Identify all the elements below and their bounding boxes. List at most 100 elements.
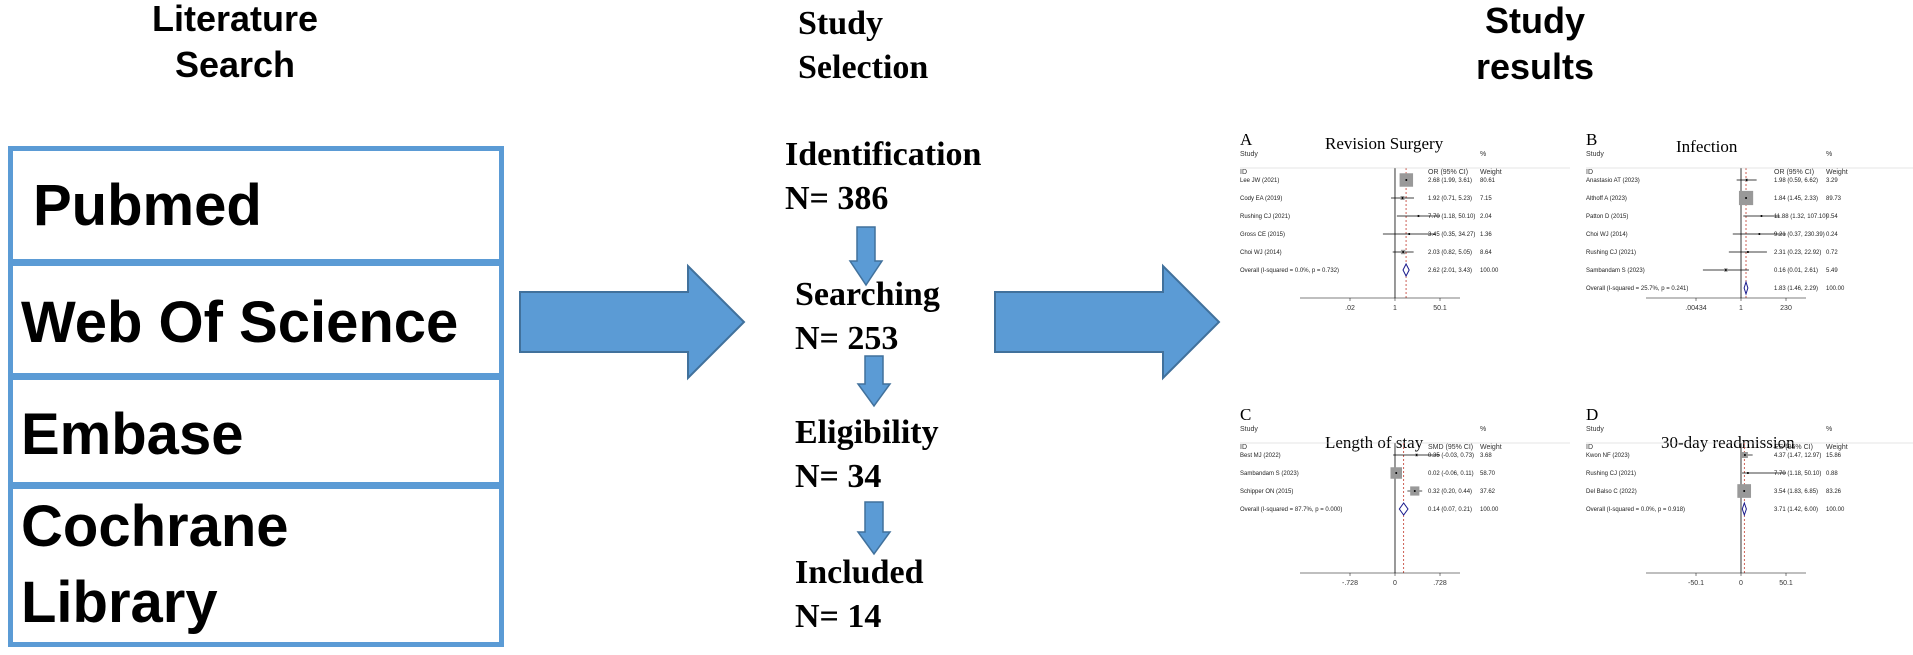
weight-header: Weight [1480,169,1502,176]
study-label: Rushing CJ (2021) [1586,471,1636,477]
database-box-cochrane: Cochrane Library [8,484,504,647]
step-label-eligibility: Eligibility [795,414,939,451]
id-header: ID [1240,169,1247,176]
point-estimate [1401,197,1404,199]
point-estimate [1745,197,1748,199]
effect-ci-label: 2.03 (0.82, 5.05) [1428,250,1472,256]
study-label: Cody EA (2019) [1240,196,1282,202]
percent-header: % [1480,151,1487,158]
study-header: Study [1240,426,1258,433]
effect-size-header: OR (95% CI) [1774,169,1815,176]
effect-size-header: SMD (95% CI) [1428,444,1474,451]
effect-ci-label: 0.35 (-0.03, 0.73) [1428,453,1474,459]
weight-label: 7.15 [1480,196,1492,202]
effect-ci-label: 1.83 (1.46, 2.29) [1774,286,1818,292]
weight-label: 8.64 [1480,250,1492,256]
point-estimate [1417,215,1420,217]
point-estimate [1745,179,1748,181]
weight-label: 0.54 [1826,214,1838,220]
panel-letter: B [1586,130,1598,149]
panel-title: Revision Surgery [1325,134,1444,153]
study-label: Kwon NF (2023) [1586,453,1630,459]
overall-diamond [1398,502,1409,516]
x-tick-label: -.728 [1342,580,1358,587]
id-header: ID [1586,444,1593,451]
weight-label: 100.00 [1826,507,1845,513]
point-estimate [1405,179,1408,181]
effect-ci-label: 1.84 (1.45, 2.33) [1774,196,1818,202]
x-tick-label: 50.1 [1433,305,1447,312]
panel-letter: C [1240,405,1252,424]
right-arrow-icon [994,263,1221,381]
effect-ci-label: 0.14 (0.07, 0.21) [1428,507,1472,513]
step-count-eligibility: N= 34 [795,458,882,495]
overall-diamond [1402,262,1410,278]
step-label-searching: Searching [795,276,940,313]
x-tick-label: .728 [1433,580,1447,587]
percent-header: % [1480,426,1487,433]
effect-ci-label: 3.54 (1.83, 6.85) [1774,489,1818,495]
x-tick-label: 0 [1393,580,1397,587]
point-estimate [1408,233,1411,235]
study-label: Rushing CJ (2021) [1586,250,1636,256]
x-tick-label: -50.1 [1688,580,1704,587]
database-box-pubmed: Pubmed [8,146,504,264]
down-arrow-icon [856,501,892,556]
study-label: Choi WJ (2014) [1586,232,1628,238]
point-estimate [1413,490,1416,492]
effect-ci-label: 7.70 (1.18, 50.10) [1774,471,1821,477]
down-arrow-icon [848,226,884,287]
study-label: Sambandam S (2023) [1586,268,1645,274]
step-count-identification: N= 386 [785,180,889,217]
panel-title: Length of stay [1325,433,1424,452]
study-label: Sambandam S (2023) [1240,471,1299,477]
right-arrow-icon [519,263,746,381]
panel-title: 30-day readmission [1661,433,1795,452]
effect-ci-label: 9.21 (0.37, 230.39) [1774,232,1825,238]
weight-label: 37.62 [1480,489,1496,495]
point-estimate [1743,490,1746,492]
study-label: Choi WJ (2014) [1240,250,1282,256]
study-label: Patton D (2015) [1586,214,1628,220]
effect-size-header: OR (95% CI) [1428,169,1469,176]
database-label: Web Of Science [21,290,459,355]
study-label: Del Balso C (2022) [1586,489,1637,495]
down-arrow-icon [856,355,892,408]
point-estimate [1746,472,1749,474]
x-tick-label: 0 [1739,580,1743,587]
x-tick-label: .00434 [1685,305,1707,312]
x-tick-label: 1 [1739,305,1743,312]
weight-label: 15.86 [1826,453,1842,459]
effect-ci-label: 2.31 (0.23, 22.92) [1774,250,1821,256]
effect-ci-label: 4.37 (1.47, 12.97) [1774,453,1821,459]
weight-label: 1.36 [1480,232,1492,238]
step-label-included: Included [795,554,924,591]
overall-diamond [1743,280,1749,296]
weight-header: Weight [1826,169,1848,176]
literature-search-heading: Literature Search [151,0,319,85]
weight-label: 100.00 [1480,507,1499,513]
study-label: Lee JW (2021) [1240,178,1279,184]
effect-ci-label: 2.68 (1.99, 3.61) [1428,178,1472,184]
point-estimate [1402,251,1405,253]
overall-label: Overall (I-squared = 87.7%, p = 0.000) [1240,507,1342,513]
percent-header: % [1826,426,1833,433]
panel-letter: A [1240,130,1253,149]
point-estimate [1724,269,1727,271]
step-count-included: N= 14 [795,598,882,635]
step-count-searching: N= 253 [795,320,899,357]
weight-label: 89.73 [1826,196,1842,202]
x-tick-label: 230 [1780,305,1792,312]
point-estimate [1746,251,1749,253]
effect-ci-label: 1.98 (0.59, 6.62) [1774,178,1818,184]
overall-label: Overall (I-squared = 0.0%, p = 0.918) [1586,507,1685,513]
effect-ci-label: 7.70 (1.18, 50.10) [1428,214,1475,220]
effect-ci-label: 1.92 (0.71, 5.23) [1428,196,1472,202]
percent-header: % [1826,151,1833,158]
x-tick-label: .02 [1345,305,1355,312]
